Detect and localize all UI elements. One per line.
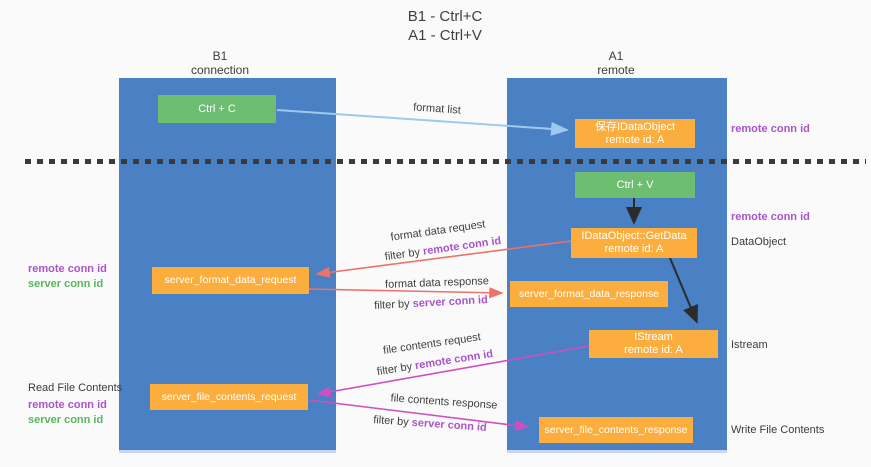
node-server-format-data-request: server_format_data_request <box>152 267 309 294</box>
title-line-1: B1 - Ctrl+C <box>407 8 483 25</box>
node-server-format-data-response: server_format_data_response <box>510 281 668 307</box>
node-getdata-line2: remote id: A <box>604 243 664 255</box>
right-column-title: A1 <box>608 49 624 63</box>
label-remote-conn-id-top: remote conn id <box>731 123 810 135</box>
node-server-file-contents-request: server_file_contents_request <box>150 384 308 410</box>
node-istream: IStream remote id: A <box>589 330 718 358</box>
arrow-getdata-to-istream <box>669 257 698 324</box>
label-read-file-contents: Read File Contents <box>28 382 123 394</box>
node-server-format-data-request-label: server_format_data_request <box>164 274 297 286</box>
node-server-format-data-response-label: server_format_data_response <box>518 287 660 300</box>
left-column-title: B1 <box>212 49 228 63</box>
arrow-file-contents-request <box>316 345 590 398</box>
node-server-file-contents-response-label: server_file_contents_response <box>544 423 688 436</box>
node-server-file-contents-request-label: server_file_contents_request <box>161 390 297 403</box>
node-ctrl-v: Ctrl + V <box>575 172 695 198</box>
right-column-header: A1 remote <box>546 49 686 77</box>
node-ctrl-c-label: Ctrl + C <box>198 102 236 115</box>
node-save-dataobject: 保存IDataObject remote id: A <box>575 119 695 148</box>
node-istream-line1: IStream <box>634 331 673 343</box>
right-column-subtitle: remote <box>597 63 635 77</box>
node-getdata: IDataObject::GetData remote id: A <box>571 228 697 258</box>
label-left-remote-conn-id-file: remote conn id <box>28 399 107 411</box>
title-line-2: A1 - Ctrl+V <box>408 27 482 44</box>
label-istream: Istream <box>731 339 768 351</box>
label-left-server-conn-id-format: server conn id <box>28 278 104 290</box>
diagram-title: B1 - Ctrl+C A1 - Ctrl+V <box>330 7 560 45</box>
label-write-file-contents: Write File Contents <box>731 424 825 436</box>
node-save-dataobject-line1: 保存IDataObject <box>594 120 676 133</box>
arrow-format-data-request <box>315 240 572 278</box>
label-dataobject: DataObject <box>731 236 787 248</box>
label-left-server-conn-id-file: server conn id <box>28 414 104 426</box>
left-column-subtitle: connection <box>190 63 250 77</box>
filter-by-text: filter by <box>373 297 413 312</box>
label-remote-conn-id-mid: remote conn id <box>731 211 810 223</box>
node-ctrl-v-label: Ctrl + V <box>616 178 654 191</box>
left-column-header: B1 connection <box>150 49 290 77</box>
node-istream-line2: remote id: A <box>624 344 683 356</box>
arrow-format-data-response <box>308 287 504 299</box>
dashed-separator <box>25 159 866 164</box>
label-left-remote-conn-id-format: remote conn id <box>28 263 107 275</box>
node-save-dataobject-line2: remote id: A <box>605 133 665 146</box>
node-server-file-contents-response: server_file_contents_response <box>539 417 693 443</box>
arrow-file-contents-response <box>308 399 530 431</box>
node-getdata-line1: IDataObject::GetData <box>581 230 687 242</box>
node-ctrl-c: Ctrl + C <box>158 95 276 123</box>
arrow-format-list <box>276 109 569 136</box>
